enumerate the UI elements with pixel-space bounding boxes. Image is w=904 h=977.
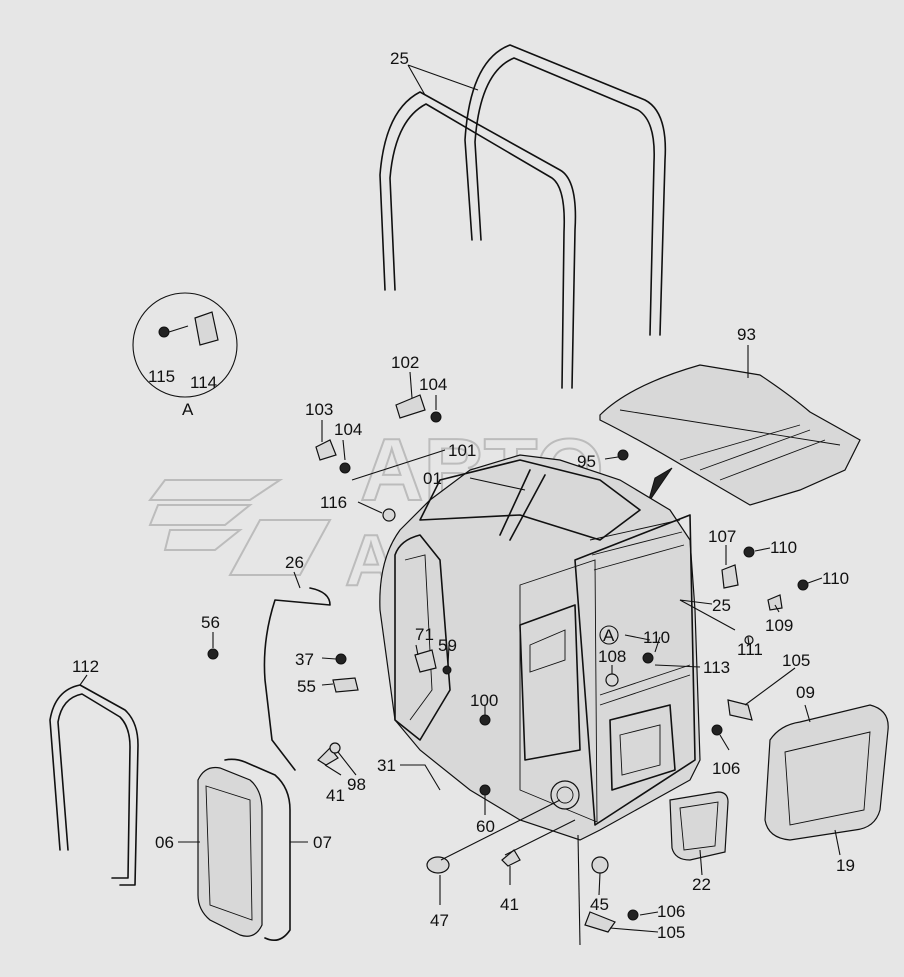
label-106: 106 [712, 759, 740, 778]
detail-a-marker [599, 625, 619, 645]
label-09: 09 [796, 683, 815, 702]
part-labels: 25 93 102 104 103 104 101 95 01 116 115 … [72, 49, 855, 942]
leader-lines [79, 64, 841, 946]
label-113: 113 [703, 658, 730, 677]
watermark-logo-icon [148, 479, 332, 576]
label-114: 114 [190, 373, 217, 392]
label-101: 101 [448, 441, 476, 460]
label-106-b: 106 [657, 902, 685, 921]
label-95: 95 [577, 452, 596, 471]
label-112: 112 [72, 657, 99, 676]
part-01-cab-frame [379, 454, 701, 841]
label-59: 59 [438, 636, 457, 655]
label-detail-a: A [182, 400, 194, 419]
label-110: 110 [770, 538, 797, 557]
label-25-b: 25 [712, 596, 731, 615]
label-41: 41 [326, 786, 345, 805]
label-104-b: 104 [334, 420, 362, 439]
label-26: 26 [285, 553, 304, 572]
label-06: 06 [155, 833, 174, 852]
door-glass-parts [49, 684, 291, 941]
label-55: 55 [297, 677, 316, 696]
label-103: 103 [305, 400, 333, 419]
label-60: 60 [476, 817, 495, 836]
part-93-roof-panel [599, 364, 861, 506]
label-56: 56 [201, 613, 220, 632]
label-41-b: 41 [500, 895, 519, 914]
label-105-b: 105 [657, 923, 685, 942]
label-07: 07 [313, 833, 332, 852]
label-25: 25 [390, 49, 409, 68]
side-window-parts [669, 704, 889, 861]
label-01: 01 [423, 469, 442, 488]
label-102: 102 [391, 353, 419, 372]
label-111: 111 [737, 640, 763, 659]
label-45: 45 [590, 895, 609, 914]
label-93: 93 [737, 325, 756, 344]
label-110-c: 110 [643, 628, 670, 647]
label-22: 22 [692, 875, 711, 894]
label-37: 37 [295, 650, 314, 669]
label-a-marker: A [603, 626, 615, 645]
label-115: 115 [148, 367, 175, 386]
label-104: 104 [419, 375, 447, 394]
label-110-b: 110 [822, 569, 849, 588]
label-107: 107 [708, 527, 736, 546]
part-25-seals [379, 44, 667, 389]
label-71: 71 [415, 625, 434, 644]
small-parts [207, 394, 809, 933]
label-109: 109 [765, 616, 793, 635]
detail-view-a [132, 292, 238, 398]
label-47: 47 [430, 911, 449, 930]
label-105: 105 [782, 651, 810, 670]
label-31: 31 [377, 756, 396, 775]
label-19: 19 [836, 856, 855, 875]
label-116: 116 [320, 493, 347, 512]
label-100: 100 [470, 691, 498, 710]
label-108: 108 [598, 647, 626, 666]
label-98: 98 [347, 775, 366, 794]
